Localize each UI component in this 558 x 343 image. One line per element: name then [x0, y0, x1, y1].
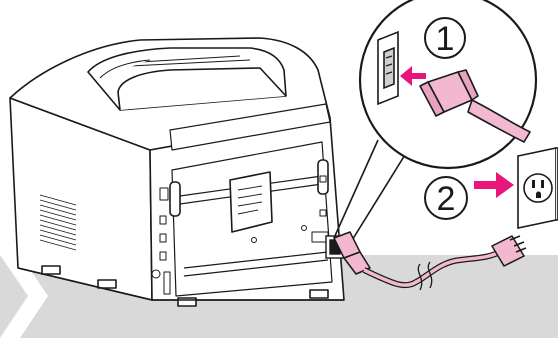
zoom-inlet-icon	[378, 32, 398, 104]
step-1-number: 1	[436, 20, 455, 58]
wall-outlet-icon	[518, 148, 558, 228]
printer	[10, 38, 344, 306]
step-2-number: 2	[437, 180, 456, 218]
step-1-badge: 1	[425, 18, 465, 58]
step-2-badge: 2	[425, 177, 467, 219]
arrow-2	[474, 172, 514, 198]
zoom-inset: 1	[360, 0, 536, 168]
